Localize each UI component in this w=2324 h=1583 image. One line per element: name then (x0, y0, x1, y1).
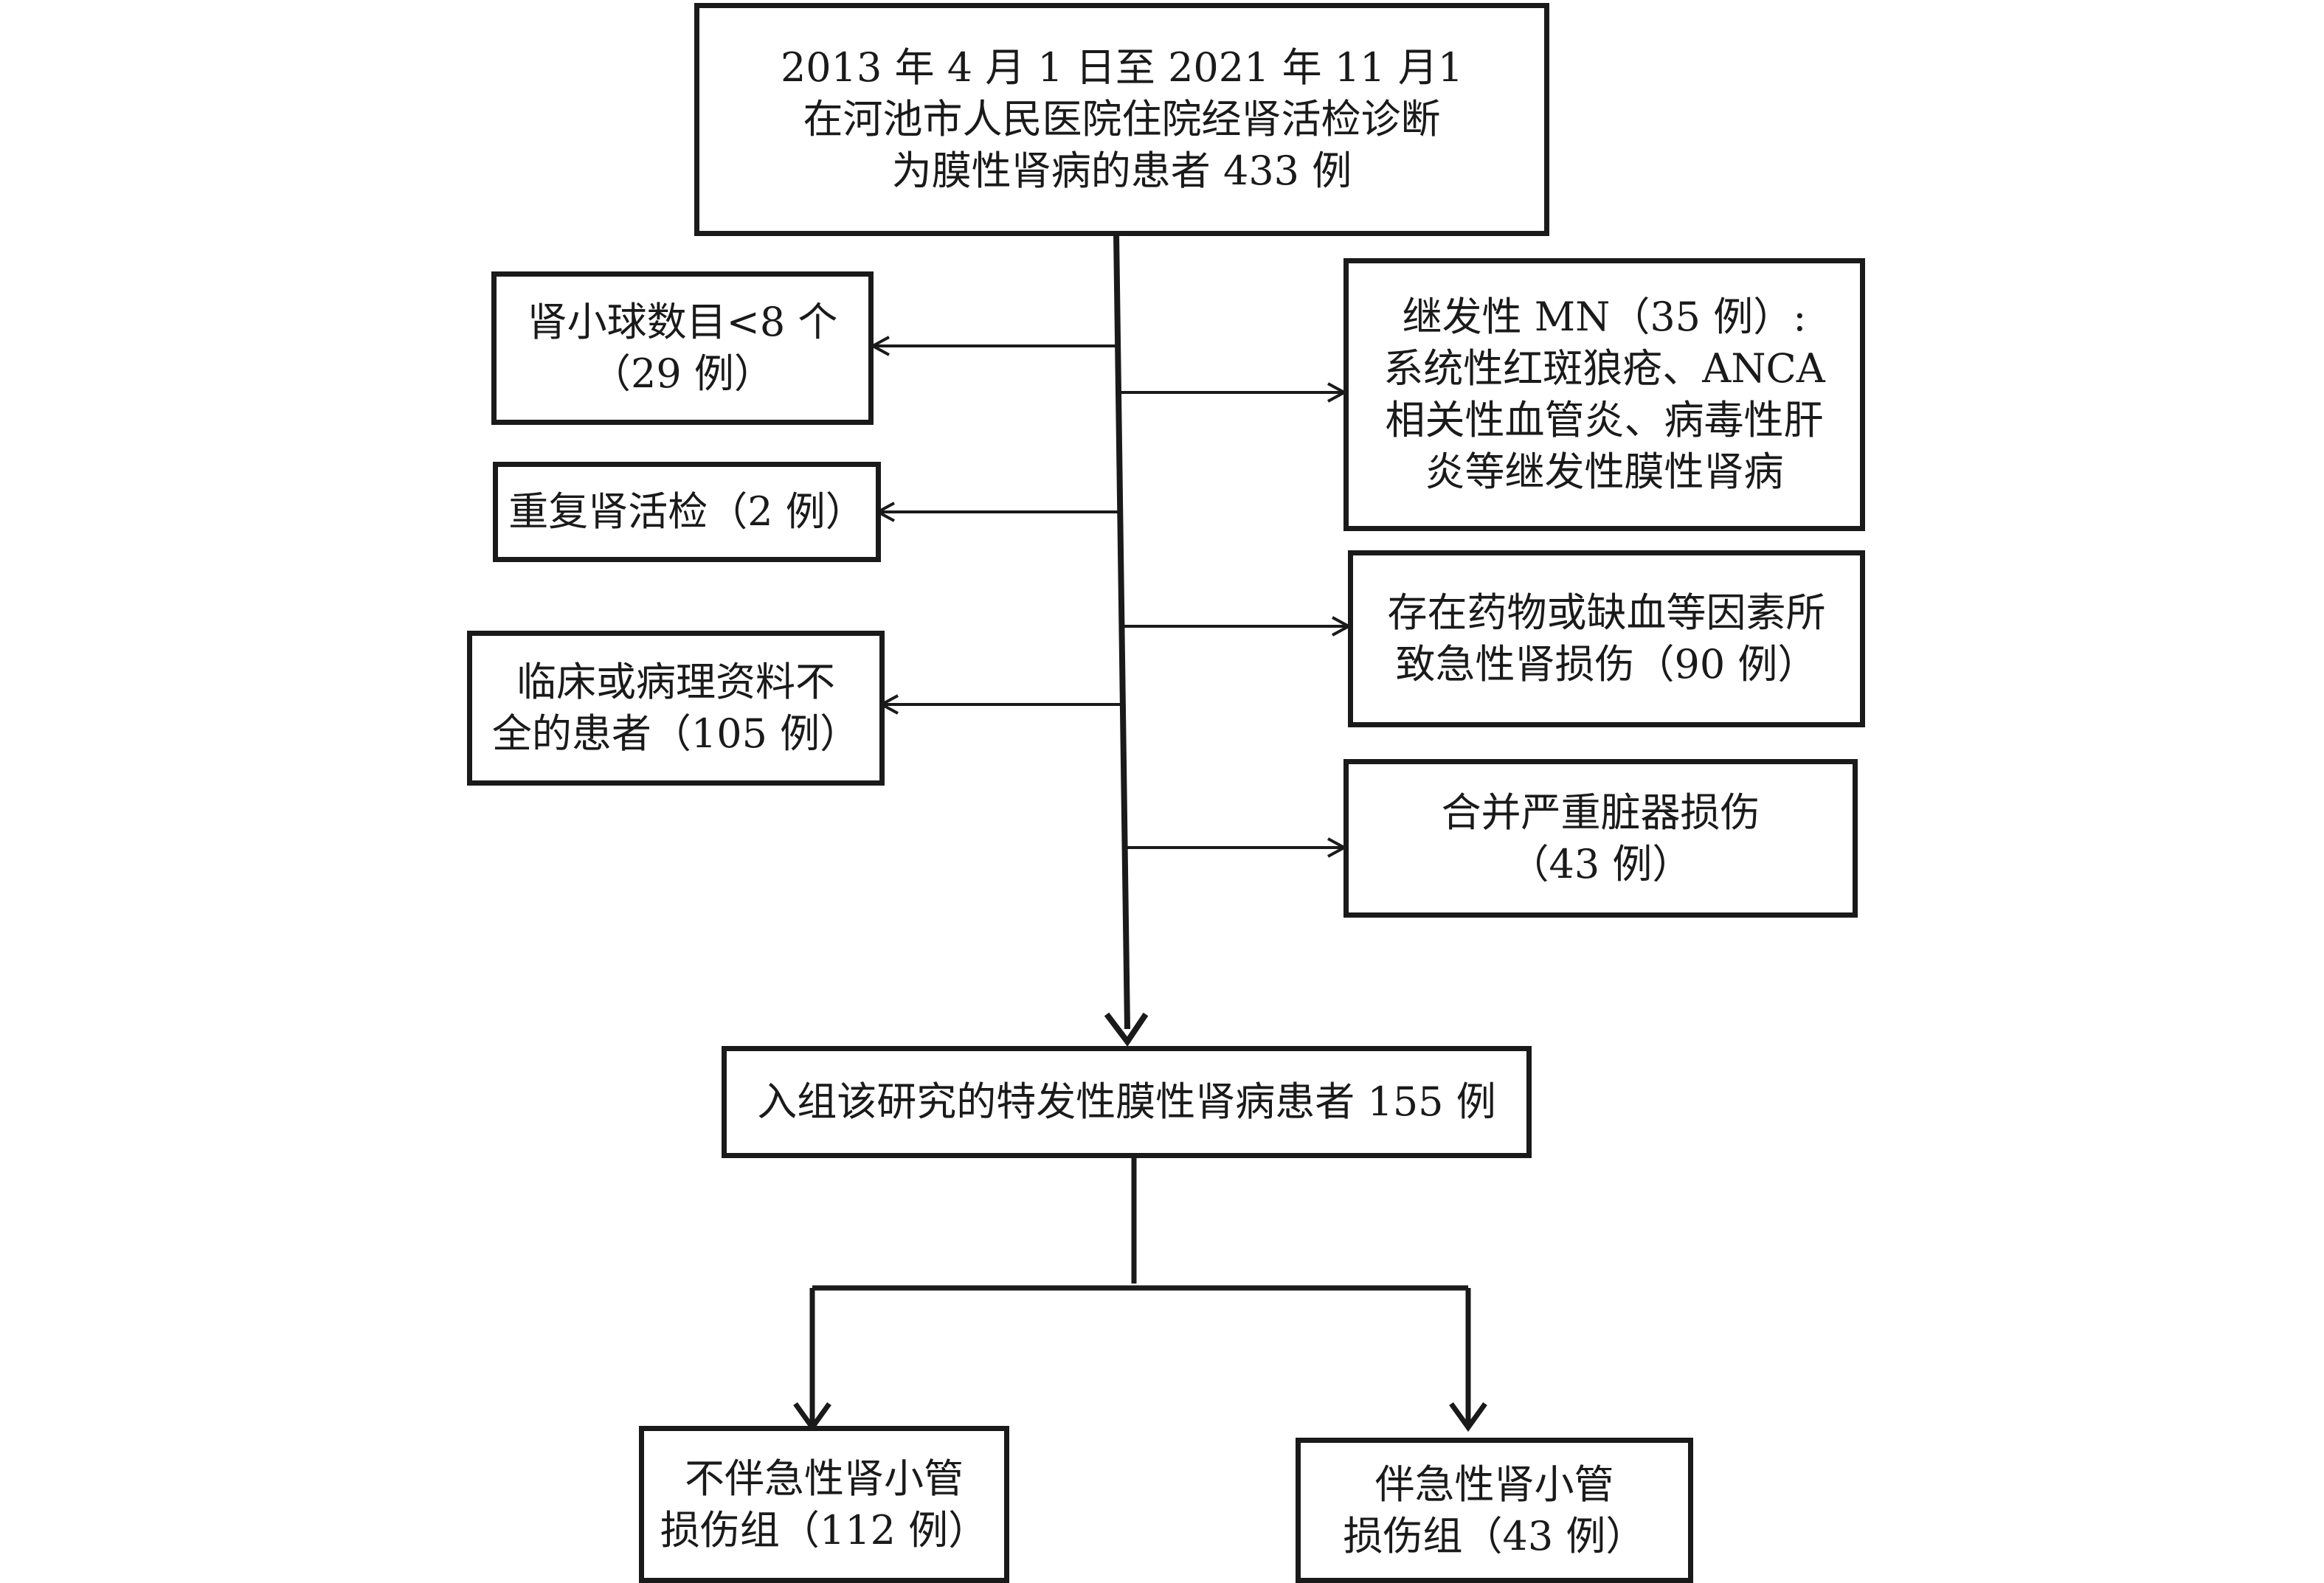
exclusion-acute-kidney-injury-line-1: 存在药物或缺血等因素所 (1387, 589, 1826, 636)
enrolled-patients-box: 入组该研究的特发性膜性肾病患者 155 例 (722, 1046, 1532, 1158)
exclusion-glomeruli-line-2: （29 例） (591, 350, 774, 397)
exclusion-organ-damage-line-2: （43 例） (1509, 840, 1692, 887)
exclusion-acute-kidney-injury-line-2: 致急性肾损伤（90 例） (1395, 641, 1818, 687)
main-trunk-arrowhead (1104, 1012, 1149, 1047)
split-right-arrowhead (1449, 1402, 1487, 1432)
exclusion-incomplete-data-line-2: 全的患者（105 例） (491, 710, 860, 757)
source-text-line-2: 在河池市人民医院住院经肾活检诊断 (803, 96, 1441, 142)
source-population-box: 2013 年 4 月 1 日至 2021 年 11 月1 在河池市人民医院住院经… (694, 3, 1549, 236)
exclusion-secondary-mn-line-2: 系统性红斑狼疮、ANCA (1383, 345, 1825, 392)
group-with-atn-box: 伴急性肾小管 损伤组（43 例） (1296, 1438, 1693, 1583)
exclusion-glomeruli-box: 肾小球数目<8 个 （29 例） (491, 271, 874, 425)
exclusion-secondary-mn-line-4: 炎等继发性膜性肾病 (1425, 448, 1784, 495)
exclusion-incomplete-data-line-1: 临床或病理资料不 (516, 659, 835, 705)
exclusion-secondary-mn-line-1: 继发性 MN（35 例）: (1402, 294, 1807, 340)
group-with-atn-line-2: 损伤组（43 例） (1343, 1512, 1646, 1559)
exclusion-incomplete-data-box: 临床或病理资料不 全的患者（105 例） (467, 631, 885, 786)
group-without-atn-line-1: 不伴急性肾小管 (685, 1455, 964, 1502)
exclusion-repeat-biopsy-box: 重复肾活检（2 例） (493, 462, 881, 562)
exclusion-acute-kidney-injury-box: 存在药物或缺血等因素所 致急性肾损伤（90 例） (1348, 550, 1865, 727)
exclusion-organ-damage-box: 合并严重脏器损伤 （43 例） (1343, 759, 1858, 918)
source-text-line-3: 为膜性肾病的患者 433 例 (891, 148, 1352, 194)
group-without-atn-box: 不伴急性肾小管 损伤组（112 例） (639, 1426, 1009, 1583)
group-with-atn-line-1: 伴急性肾小管 (1374, 1461, 1614, 1508)
exclusion-secondary-mn-line-3: 相关性血管炎、病毒性肝 (1385, 397, 1824, 443)
enrolled-patients-line-1: 入组该研究的特发性膜性肾病患者 155 例 (757, 1078, 1496, 1125)
exclusion-organ-damage-line-1: 合并严重脏器损伤 (1441, 789, 1760, 836)
exclusion-secondary-mn-box: 继发性 MN（35 例）: 系统性红斑狼疮、ANCA 相关性血管炎、病毒性肝 炎… (1343, 258, 1865, 531)
exclusion-glomeruli-line-1: 肾小球数目<8 个 (527, 299, 838, 345)
exclusion-repeat-biopsy-line-1: 重复肾活检（2 例） (508, 488, 865, 535)
main-trunk-line (1113, 232, 1130, 1030)
source-text-line-1: 2013 年 4 月 1 日至 2021 年 11 月1 (780, 44, 1464, 91)
group-without-atn-line-2: 损伤组（112 例） (660, 1506, 989, 1553)
